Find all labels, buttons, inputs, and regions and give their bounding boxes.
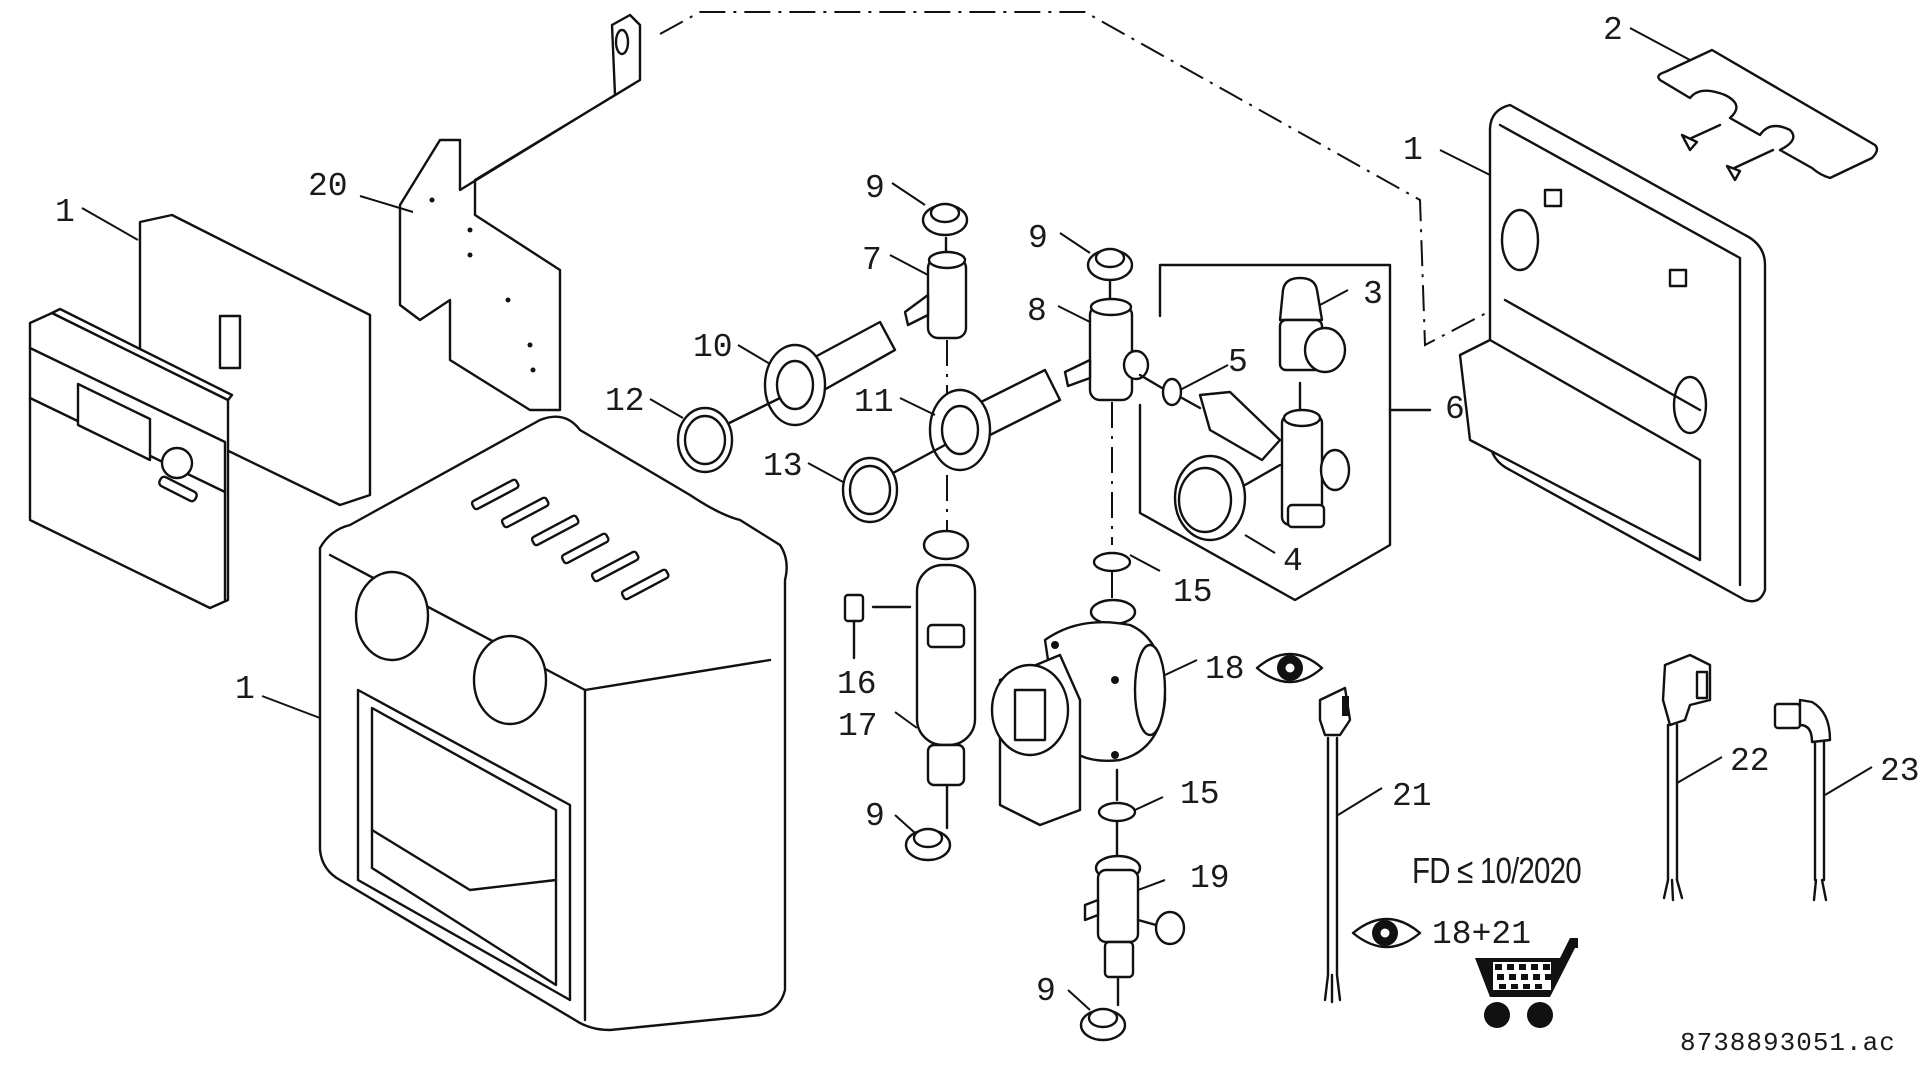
label-7: 7 <box>862 242 882 279</box>
production-date-note: FD ≤ 10/2020 <box>1412 850 1582 891</box>
union-nut-top-left <box>921 202 969 237</box>
label-19: 19 <box>1190 860 1230 897</box>
signal-cable-23 <box>1773 698 1832 902</box>
union-nut-bottom-right <box>1079 1007 1127 1042</box>
flow-limiter-cap-16 <box>843 593 912 660</box>
label-12: 12 <box>605 383 645 420</box>
label-8: 8 <box>1027 293 1047 330</box>
safety-valve-3 <box>1278 276 1347 415</box>
vent-slots <box>470 478 670 601</box>
thermometer-12 <box>676 396 782 474</box>
power-cable-22 <box>1661 653 1712 902</box>
label-15-bottom: 15 <box>1180 776 1220 813</box>
pressure-gauge-4 <box>1173 454 1282 542</box>
label-4: 4 <box>1283 543 1303 580</box>
eye-icon <box>1255 652 1324 684</box>
controller-front-cover <box>28 213 372 610</box>
label-9-top-right: 9 <box>1028 220 1048 257</box>
fill-drain-valve-19 <box>1083 854 1186 1007</box>
label-6: 6 <box>1445 391 1465 428</box>
wall-bracket <box>1657 48 1879 182</box>
label-9-bottom-right: 9 <box>1036 973 1056 1010</box>
connection-pipe <box>1180 390 1282 462</box>
casing-cover <box>318 415 788 1032</box>
label-17: 17 <box>838 708 878 745</box>
label-1-casing: 1 <box>235 671 255 708</box>
eye-icon-reference <box>1351 917 1422 949</box>
safety-group-tee <box>1280 408 1351 529</box>
label-22: 22 <box>1730 743 1770 780</box>
shopping-cart-icon <box>1475 938 1578 1028</box>
label-11: 11 <box>854 384 894 421</box>
union-nut-bottom-left <box>904 827 952 862</box>
circulation-pump-18 <box>990 598 1167 827</box>
seal-5 <box>1138 373 1183 407</box>
pump-cable-21 <box>1318 686 1352 1004</box>
label-23: 23 <box>1880 753 1920 790</box>
ball-valve-8 <box>1063 280 1150 545</box>
thermometer-holder-11 <box>928 368 1062 472</box>
mounting-plate <box>398 13 642 412</box>
label-1-controller: 1 <box>55 194 75 231</box>
label-5: 5 <box>1228 344 1248 381</box>
label-13: 13 <box>763 448 803 485</box>
label-21: 21 <box>1392 778 1432 815</box>
label-9-bottom-left: 9 <box>865 798 885 835</box>
thermometer-holder-10 <box>763 320 897 427</box>
seal-15-bottom <box>1097 801 1137 823</box>
label-16: 16 <box>837 666 877 703</box>
ball-valve-7 <box>903 236 968 530</box>
drawing-reference-code: 8738893051.ac <box>1680 1028 1896 1058</box>
label-20: 20 <box>308 168 348 205</box>
union-nut-top-right <box>1086 247 1134 282</box>
label-10: 10 <box>693 329 733 366</box>
leader-lines <box>81 27 1873 1011</box>
seal-15-top <box>1092 551 1132 573</box>
label-15-top: 15 <box>1173 574 1213 611</box>
rear-mounting-housing <box>1458 103 1767 603</box>
label-3: 3 <box>1363 276 1383 313</box>
thermometer-13 <box>841 443 947 524</box>
label-1-housing: 1 <box>1403 132 1423 169</box>
flow-meter-17 <box>915 529 977 830</box>
view-reference-label: 18+21 <box>1432 916 1532 953</box>
assembly-guide-line <box>659 11 1541 347</box>
label-2: 2 <box>1603 12 1623 49</box>
label-18: 18 <box>1205 651 1245 688</box>
label-9-top-left: 9 <box>865 170 885 207</box>
